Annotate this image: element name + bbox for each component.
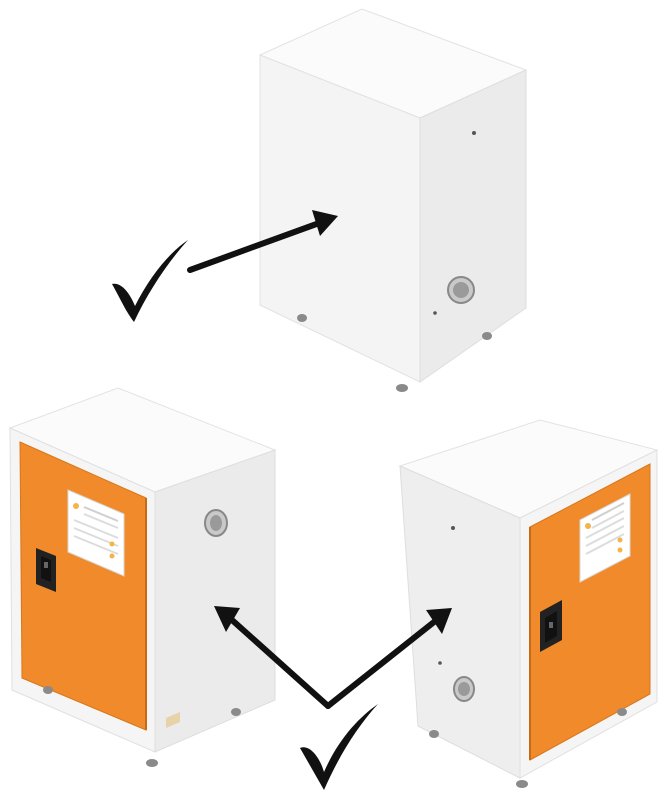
left-cabinet-illustration bbox=[10, 388, 275, 767]
foot bbox=[617, 708, 627, 716]
left-cabinet-side-face bbox=[155, 450, 275, 752]
right-cabinet-screw-hole bbox=[451, 526, 455, 530]
right-cabinet-illustration bbox=[400, 420, 657, 788]
foot bbox=[231, 708, 241, 716]
right-cabinet-side-face bbox=[400, 466, 520, 778]
top-cabinet-screw-hole bbox=[472, 131, 476, 135]
top-cabinet-illustration bbox=[260, 9, 526, 392]
top-cabinet-right-face bbox=[420, 70, 526, 382]
foot bbox=[429, 730, 439, 738]
foot bbox=[43, 686, 53, 694]
foot bbox=[396, 384, 408, 392]
checkmark-icon bbox=[112, 240, 188, 322]
foot bbox=[516, 780, 528, 788]
checkmark-icon bbox=[300, 704, 378, 790]
right-cabinet-small-hole bbox=[438, 661, 442, 665]
foot bbox=[146, 759, 158, 767]
top-cabinet-port-inner bbox=[453, 282, 469, 298]
foot bbox=[482, 332, 492, 340]
foot bbox=[297, 314, 307, 322]
top-cabinet-small-hole bbox=[433, 311, 437, 315]
